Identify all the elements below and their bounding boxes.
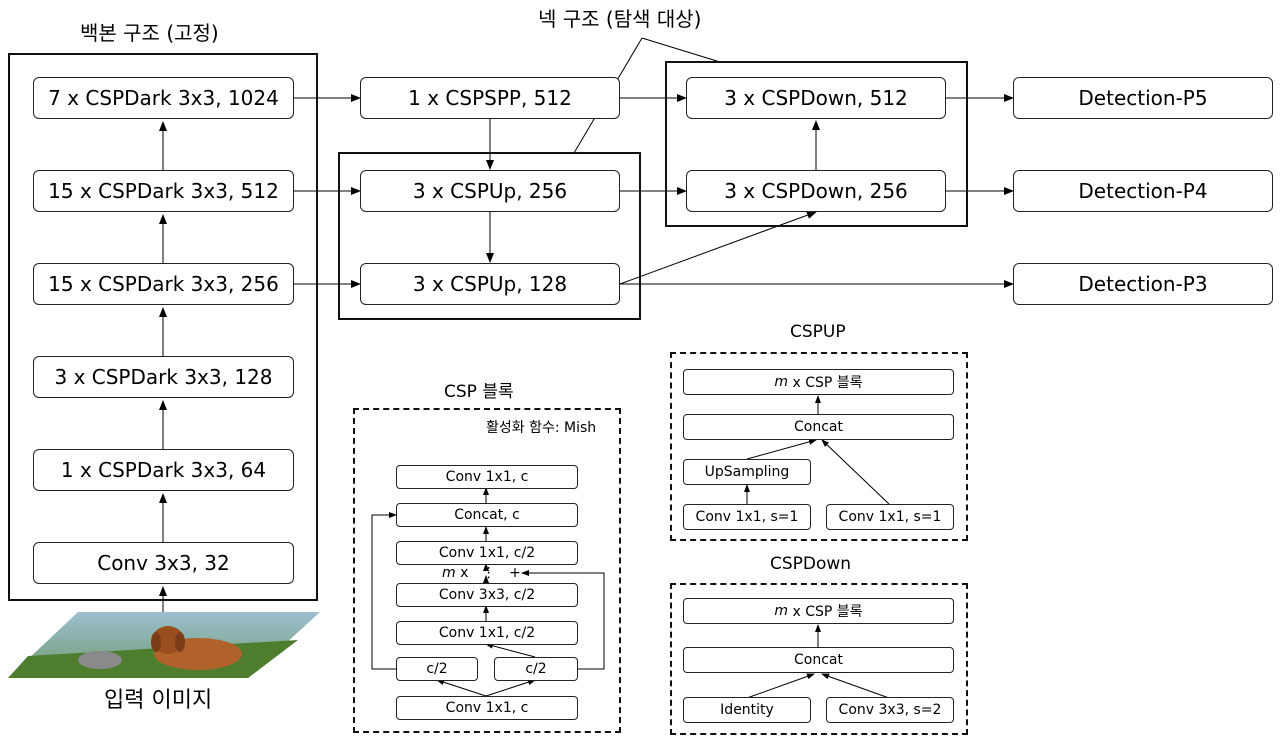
csp-arrow-in-to-left — [436, 679, 487, 697]
backbone-title: 백본 구조 (고정) — [80, 21, 219, 45]
cspup-csp-repeat: m x CSP 블록 — [683, 369, 954, 395]
cspup-conv-right: Conv 1x1, s=1 — [826, 504, 954, 530]
cspdown-csp-repeat: m x CSP 블록 — [683, 598, 954, 624]
csp-repeat-x: x — [460, 565, 469, 581]
cspup-m: m — [774, 374, 789, 390]
cspdown-m: m — [774, 603, 789, 619]
backbone-layer-128: 3 x CSPDark 3x3, 128 — [33, 356, 294, 398]
cspdown-arrow-identity-to-concat — [746, 673, 815, 699]
neck-down-256: 3 x CSPDown, 256 — [686, 170, 946, 212]
neck-spp: 1 x CSPSPP, 512 — [360, 77, 620, 119]
activation-note: 활성화 함수: Mish — [486, 420, 597, 436]
csp-split-right: c/2 — [494, 657, 578, 681]
csp-arrow-in-to-right — [485, 679, 536, 697]
arrow-up128-to-down256 — [619, 211, 817, 285]
csp-conv3: Conv 3x3, c/2 — [396, 583, 578, 607]
neck-up-frame — [338, 152, 641, 320]
cspup-conv-left: Conv 1x1, s=1 — [683, 504, 811, 530]
csp-block-frame — [353, 408, 621, 733]
csp-repeat-plus: + — [509, 565, 521, 581]
csp-repeat-m: m — [442, 565, 456, 581]
neck-up-256: 3 x CSPUp, 256 — [360, 170, 620, 212]
cspup-concat: Concat — [683, 414, 954, 440]
detection-p3: Detection-P3 — [1013, 263, 1273, 305]
backbone-frame — [8, 53, 318, 601]
csp-block-title: CSP 블록 — [444, 382, 514, 402]
csp-arrow-right-to-conv1 — [485, 642, 536, 658]
backbone-layer-512: 15 x CSPDark 3x3, 512 — [33, 170, 294, 212]
csp-conv1-half-b: Conv 1x1, c/2 — [396, 621, 578, 645]
cspdown-frame — [670, 583, 968, 735]
neck-down-512: 3 x CSPDown, 512 — [686, 77, 946, 119]
csp-repeat-dots: ⋮ — [481, 565, 496, 581]
cspdown-concat: Concat — [683, 647, 954, 673]
cspup-arrow-right-to-concat — [821, 439, 890, 505]
neck-down-frame — [665, 61, 968, 227]
cspup-upsampling: UpSampling — [683, 459, 811, 485]
detection-p5: Detection-P5 — [1013, 77, 1273, 119]
backbone-layer-256: 15 x CSPDark 3x3, 256 — [33, 263, 294, 305]
cspup-title: CSPUP — [790, 322, 846, 342]
csp-concat: Concat, c — [396, 503, 578, 527]
cspdown-title: CSPDown — [770, 554, 852, 574]
cspup-frame — [670, 352, 968, 541]
cspdown-identity: Identity — [683, 697, 811, 723]
backbone-layer-stem: Conv 3x3, 32 — [33, 542, 294, 584]
neck-title: 넥 구조 (탐색 대상) — [538, 7, 702, 31]
cspup-arrow-up-to-concat — [746, 438, 817, 460]
input-image — [8, 610, 320, 680]
cspup-csp-label: x CSP 블록 — [792, 375, 863, 391]
csp-residual-skip — [521, 570, 605, 670]
csp-conv-in: Conv 1x1, c — [396, 696, 578, 720]
csp-repeat-marker: m x ⋮ + — [442, 565, 521, 581]
cspdown-conv: Conv 3x3, s=2 — [826, 697, 954, 723]
csp-conv-half: Conv 1x1, c/2 — [396, 541, 578, 565]
detection-p4: Detection-P4 — [1013, 170, 1273, 212]
backbone-layer-64: 1 x CSPDark 3x3, 64 — [33, 449, 294, 491]
csp-left-skip — [371, 512, 397, 670]
csp-conv-out: Conv 1x1, c — [396, 465, 578, 489]
cspdown-csp-label: x CSP 블록 — [792, 604, 863, 620]
neck-callout-right — [641, 37, 721, 63]
csp-split-left: c/2 — [396, 657, 478, 681]
backbone-layer-1024: 7 x CSPDark 3x3, 1024 — [33, 77, 294, 119]
input-image-label: 입력 이미지 — [104, 688, 213, 713]
neck-up-128: 3 x CSPUp, 128 — [360, 263, 620, 305]
cspdown-arrow-conv-to-concat — [821, 673, 890, 699]
